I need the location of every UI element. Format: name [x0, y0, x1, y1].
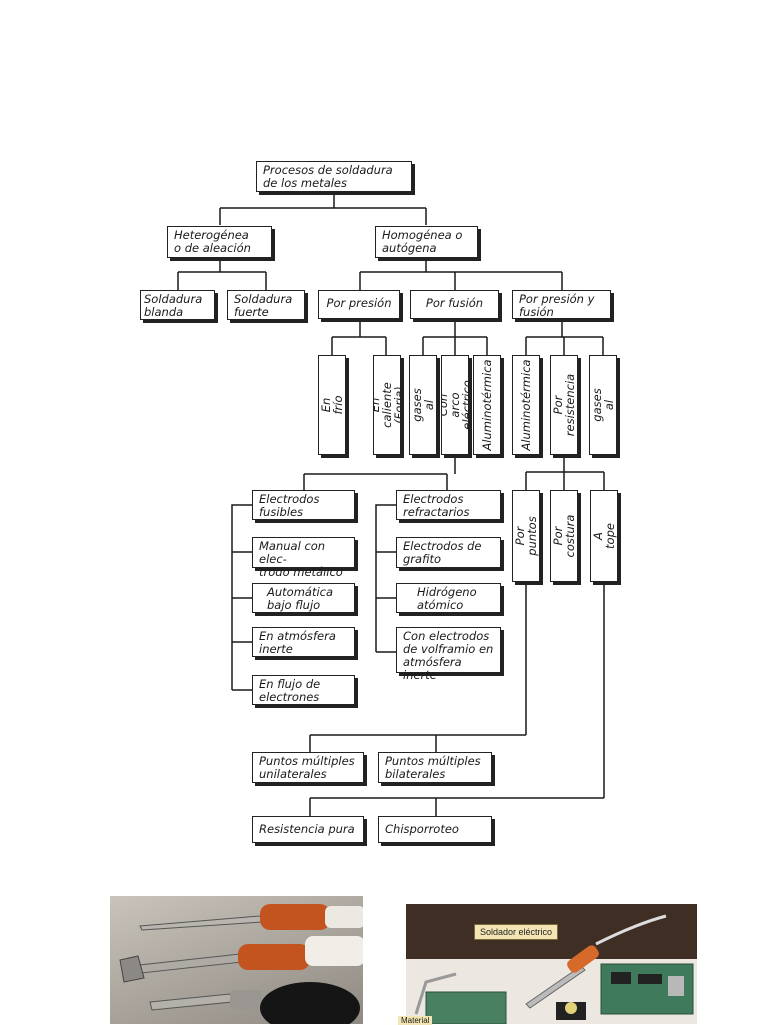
por-presion-y-fusion-box: Por presión y fusión	[512, 290, 611, 319]
en-frio-box: En frío	[318, 355, 346, 455]
automatica-flujo-box: Automática bajo flujo	[252, 583, 355, 613]
pf-gases-soplete-box: Con gases al soplete	[589, 355, 617, 455]
hidrogeno-atomico-box: Hidrógeno atómico	[396, 583, 501, 613]
manual-electrodo-box: Manual con elec- trodo metálico	[252, 537, 355, 579]
electronics-workbench-photo: Soldador eléctrico	[406, 904, 697, 1024]
por-puntos-label: Por puntos	[513, 516, 539, 556]
soldadura-blanda-box: Soldadura blanda	[140, 290, 215, 320]
arco-electrico-label: Con arco eléctrico	[441, 380, 469, 430]
por-costura-box: Por costura	[550, 490, 578, 582]
heterogenea-box: Heterogénea o de aleación	[167, 226, 272, 258]
fusion-aluminotermica-label: Aluminotérmica	[480, 359, 494, 451]
root-box: Procesos de soldadura de los metales	[256, 161, 412, 192]
por-presion-box: Por presión	[318, 290, 400, 319]
por-resistencia-box: Por resistencia	[550, 355, 578, 455]
soldador-electrico-callout: Soldador eléctrico	[474, 924, 559, 940]
soldadura-fuerte-box: Soldadura fuerte	[227, 290, 305, 320]
atmosfera-inerte-box: En atmósfera inerte	[252, 627, 355, 657]
pf-gases-soplete-label: Con gases al soplete	[589, 383, 617, 427]
soldering-irons-illustration	[119, 904, 363, 1024]
soldering-irons-photo	[110, 896, 363, 1024]
chisporroteo-box: Chisporroteo	[378, 816, 492, 843]
en-caliente-box: En caliente (Forja)	[373, 355, 401, 455]
fusion-gases-soplete-box: Con gases al soplete	[409, 355, 437, 455]
volframio-box: Con electrodos de volframio en atmósfera…	[396, 627, 501, 682]
electrodos-refractarios-box: Electrodos refractarios	[396, 490, 501, 520]
electrodos-grafito-box: Electrodos de grafito	[396, 537, 501, 568]
electrodos-fusibles-box: Electrodos fusibles	[252, 490, 355, 520]
a-tope-label: A tope	[591, 523, 617, 549]
pf-aluminotermica-box: Aluminotérmica	[512, 355, 540, 455]
por-fusion-box: Por fusión	[410, 290, 499, 319]
flujo-electrones-box: En flujo de electrones	[252, 675, 355, 705]
fusion-aluminotermica-box: Aluminotérmica	[473, 355, 501, 455]
arco-electrico-box: Con arco eléctrico	[441, 355, 469, 455]
por-costura-label: Por costura	[551, 514, 577, 558]
a-tope-box: A tope	[590, 490, 618, 582]
puntos-bilaterales-box: Puntos múltiples bilaterales	[378, 752, 492, 783]
en-frio-label: En frío	[319, 395, 345, 415]
puntos-unilaterales-box: Puntos múltiples unilaterales	[252, 752, 364, 783]
en-caliente-label: En caliente (Forja)	[373, 382, 401, 428]
workbench-illustration	[406, 904, 697, 1024]
pf-aluminotermica-label: Aluminotérmica	[519, 359, 533, 451]
por-puntos-box: Por puntos	[512, 490, 540, 582]
homogenea-box: Homogénea o autógena	[375, 226, 478, 258]
material-label: Material	[398, 1016, 433, 1025]
resistencia-pura-box: Resistencia pura	[252, 816, 364, 843]
por-resistencia-label: Por resistencia	[551, 373, 577, 437]
fusion-gases-soplete-label: Con gases al soplete	[409, 383, 437, 427]
